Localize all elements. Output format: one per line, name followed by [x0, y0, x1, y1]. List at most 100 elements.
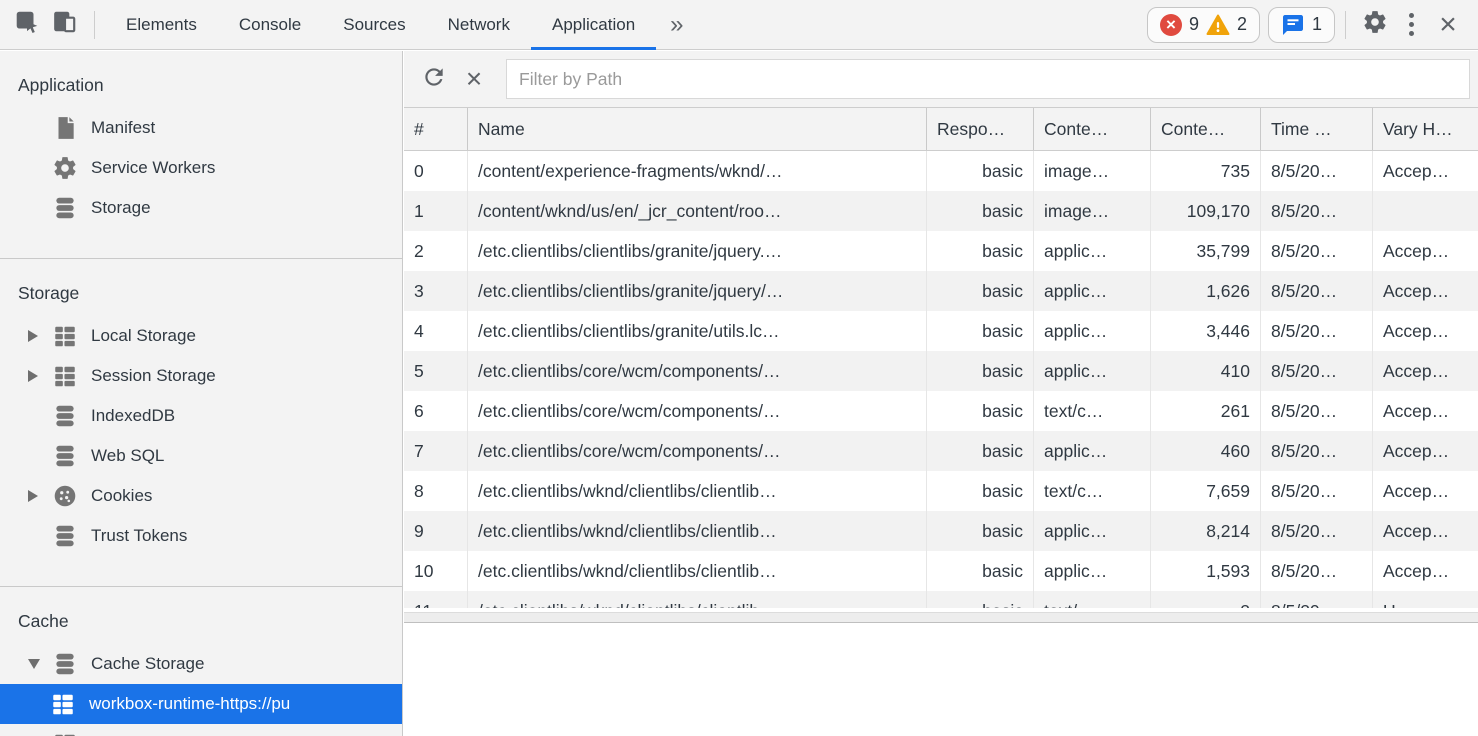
section-title: Storage [18, 283, 80, 303]
close-devtools-button[interactable]: × [1428, 7, 1468, 41]
cell-time-cached: 8/5/20… [1261, 351, 1373, 391]
cell-time-cached: 8/5/20… [1261, 271, 1373, 311]
sidebar-item-local-storage[interactable]: Local Storage [0, 316, 402, 356]
cell-response-type: basic [927, 191, 1034, 231]
table-row[interactable]: 5/etc.clientlibs/core/wcm/components/…ba… [404, 351, 1478, 391]
table-row[interactable]: 7/etc.clientlibs/core/wcm/components/…ba… [404, 431, 1478, 471]
cell-response-type: basic [927, 231, 1034, 271]
table-icon [52, 323, 78, 349]
table-row[interactable]: 0/content/experience-fragments/wknd/…bas… [404, 151, 1478, 191]
database-icon [52, 403, 78, 429]
cell-number: 1 [404, 191, 468, 231]
cell-response-type: basic [927, 551, 1034, 591]
column-header-vary-header[interactable]: Vary H… [1383, 118, 1453, 139]
errors-warnings-badge[interactable]: × 9 2 [1146, 6, 1260, 43]
column-header-content-length[interactable]: Conte… [1151, 108, 1261, 150]
sidebar-item-storage[interactable]: Storage [0, 188, 402, 228]
filter-toolbar: × [404, 51, 1478, 108]
cell-content-type: text/… [1034, 591, 1151, 608]
horizontal-scrollbar[interactable] [404, 608, 1478, 622]
cell-vary-header: Accep… [1383, 400, 1450, 421]
cell-name: /etc.clientlibs/core/wcm/components/… [468, 391, 927, 431]
column-header-content-type[interactable]: Conte… [1034, 108, 1151, 150]
toolbar-divider [1345, 10, 1346, 39]
column-header-response-type[interactable]: Respo… [927, 108, 1034, 150]
database-icon [52, 651, 78, 677]
cell-name: /etc.clientlibs/wknd/clientlibs/clientli… [468, 471, 927, 511]
kebab-menu-icon [1408, 13, 1414, 36]
toggle-device-toolbar-button[interactable] [46, 6, 84, 44]
triangle-right-icon[interactable] [28, 370, 52, 382]
column-header-time-cached[interactable]: Time … [1261, 108, 1373, 150]
inspect-element-button[interactable] [8, 6, 46, 44]
sidebar-item-cookies[interactable]: Cookies [0, 476, 402, 516]
more-options-button[interactable] [1394, 6, 1428, 44]
sidebar-item-session-storage[interactable]: Session Storage [0, 356, 402, 396]
tab-elements[interactable]: Elements [105, 0, 218, 50]
refresh-button[interactable] [414, 60, 454, 98]
triangle-right-icon[interactable] [28, 330, 52, 342]
table-row[interactable]: 6/etc.clientlibs/core/wcm/components/…ba… [404, 391, 1478, 431]
table-row[interactable]: 1/content/wknd/us/en/_jcr_content/roo…ba… [404, 191, 1478, 231]
cell-response-type: basic [927, 271, 1034, 311]
table-row[interactable]: 8/etc.clientlibs/wknd/clientlibs/clientl… [404, 471, 1478, 511]
clear-icon: × [465, 63, 483, 94]
cell-content-type: image… [1034, 151, 1151, 191]
sidebar-item-workbox-runtime-https-pu[interactable]: workbox-runtime-https://pu [0, 684, 402, 724]
tab-sources[interactable]: Sources [322, 0, 426, 50]
settings-button[interactable] [1356, 6, 1394, 44]
sidebar-item-service-workers[interactable]: Service Workers [0, 148, 402, 188]
triangle-right-icon[interactable] [28, 490, 52, 502]
cell-number: 10 [404, 551, 468, 591]
close-icon: × [1439, 7, 1457, 41]
column-header-number[interactable]: # [404, 108, 468, 150]
tab-label: Elements [126, 14, 197, 34]
table-row[interactable]: 4/etc.clientlibs/clientlibs/granite/util… [404, 311, 1478, 351]
devtools-tabs: Elements Console Sources Network Application [105, 0, 657, 50]
table-row[interactable]: 11/etc.clientlibs/wknd/clientlibs/client… [404, 591, 1478, 608]
sidebar-item-label: Manifest [91, 118, 156, 137]
tab-label: Network [447, 14, 510, 34]
sidebar-item-manifest[interactable]: Manifest [0, 108, 402, 148]
cell-response-type: basic [927, 151, 1034, 191]
sidebar-item-application-cache[interactable]: Application Cache [0, 724, 402, 736]
triangle-down-icon[interactable] [28, 659, 52, 669]
sidebar-item-trust-tokens[interactable]: Trust Tokens [0, 516, 402, 556]
cell-vary-header: Accep… [1383, 480, 1450, 501]
cell-content-length: 8,214 [1151, 511, 1261, 551]
sidebar-item-label: Trust Tokens [91, 526, 188, 545]
table-row[interactable]: 2/etc.clientlibs/clientlibs/granite/jque… [404, 231, 1478, 271]
more-tabs-button[interactable]: » [656, 11, 697, 39]
cell-vary-header: Accep… [1383, 440, 1450, 461]
table-row[interactable]: 10/etc.clientlibs/wknd/clientlibs/client… [404, 551, 1478, 591]
cell-response-type: basic [927, 471, 1034, 511]
clear-button[interactable]: × [454, 60, 494, 98]
sidebar-item-label: IndexedDB [91, 406, 176, 425]
warning-count: 2 [1236, 14, 1247, 34]
tab-label: Sources [343, 14, 406, 34]
error-icon: × [1159, 13, 1182, 36]
sidebar-item-cache-storage[interactable]: Cache Storage [0, 644, 402, 684]
issues-badge[interactable]: 1 [1267, 6, 1335, 43]
database-icon [52, 195, 78, 221]
column-header-name[interactable]: Name [468, 108, 927, 150]
sidebar-item-label: Storage [91, 198, 151, 217]
sidebar-item-web-sql[interactable]: Web SQL [0, 436, 402, 476]
cell-content-length: 460 [1151, 431, 1261, 471]
database-icon [52, 443, 78, 469]
tab-console[interactable]: Console [218, 0, 322, 50]
toolbar-right: × 9 2 1 [1139, 6, 1478, 44]
filter-input[interactable] [506, 59, 1470, 99]
cell-content-type: text/c… [1034, 391, 1151, 431]
tab-application[interactable]: Application [530, 0, 657, 50]
sidebar-item-label: Application Cache [91, 734, 228, 736]
table-row[interactable]: 3/etc.clientlibs/clientlibs/granite/jque… [404, 271, 1478, 311]
cell-vary-header: Accep… [1383, 160, 1450, 181]
cell-vary-header: Accep… [1383, 360, 1450, 381]
table-row[interactable]: 9/etc.clientlibs/wknd/clientlibs/clientl… [404, 511, 1478, 551]
tab-network[interactable]: Network [427, 0, 531, 50]
cell-content-type: text/c… [1034, 471, 1151, 511]
sidebar-item-indexeddb[interactable]: IndexedDB [0, 396, 402, 436]
